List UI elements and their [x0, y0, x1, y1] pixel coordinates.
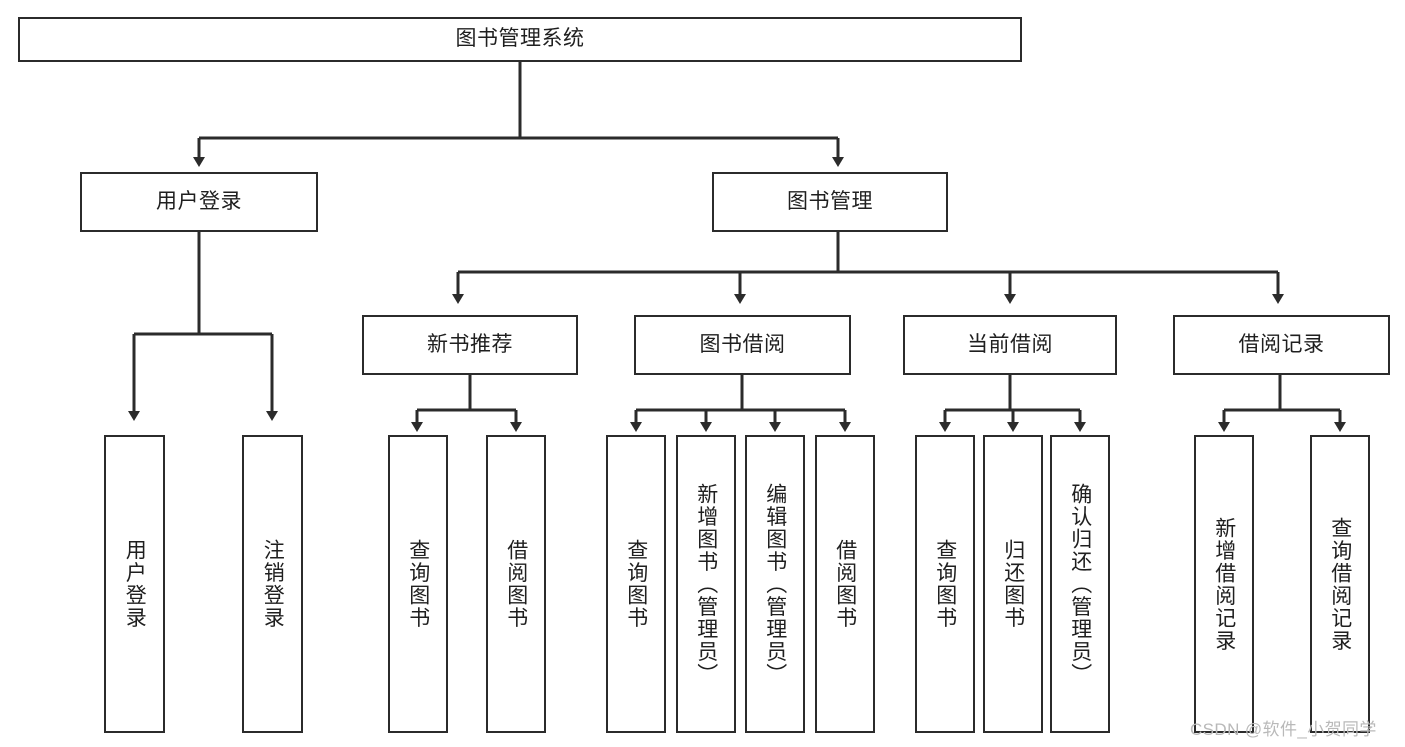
leaf-add-book-label: 新增图书（管理员） [694, 482, 718, 686]
leaf-edit-book-label: 编辑图书（管理员） [763, 482, 787, 686]
leaf-borrow-book-1[interactable]: 借阅图书 [486, 435, 546, 733]
leaf-query-book-2[interactable]: 查询图书 [606, 435, 666, 733]
csdn-watermark: CSDN @软件_小贺同学 [1190, 720, 1377, 739]
leaf-query-book-2-label: 查询图书 [624, 539, 648, 629]
leaf-edit-book[interactable]: 编辑图书（管理员） [745, 435, 805, 733]
node-new-book-rec-label: 新书推荐 [427, 332, 513, 356]
leaf-query-book-1[interactable]: 查询图书 [388, 435, 448, 733]
node-borrow-record-label: 借阅记录 [1238, 332, 1325, 356]
leaf-borrow-book-2-label: 借阅图书 [833, 539, 857, 629]
node-user-login-label: 用户登录 [156, 189, 242, 213]
node-new-book-rec[interactable]: 新书推荐 [362, 315, 578, 375]
leaf-query-book-3[interactable]: 查询图书 [915, 435, 975, 733]
leaf-logout-login-label: 注销登录 [261, 539, 285, 629]
node-current-borrow-label: 当前借阅 [967, 332, 1053, 356]
node-user-login[interactable]: 用户登录 [80, 172, 318, 232]
node-root[interactable]: 图书管理系统 [18, 17, 1022, 62]
leaf-query-book-1-label: 查询图书 [406, 539, 430, 629]
leaf-add-book[interactable]: 新增图书（管理员） [676, 435, 736, 733]
leaf-borrow-book-2[interactable]: 借阅图书 [815, 435, 875, 733]
node-book-manage-label: 图书管理 [787, 189, 873, 213]
node-book-borrow-label: 图书借阅 [699, 332, 786, 356]
leaf-confirm-return-label: 确认归还（管理员） [1068, 482, 1092, 686]
leaf-return-book-label: 归还图书 [1001, 539, 1025, 629]
leaf-query-record[interactable]: 查询借阅记录 [1310, 435, 1370, 733]
leaf-add-record[interactable]: 新增借阅记录 [1194, 435, 1254, 733]
node-book-borrow[interactable]: 图书借阅 [634, 315, 851, 375]
leaf-user-login-label: 用户登录 [123, 539, 147, 629]
leaf-add-record-label: 新增借阅记录 [1212, 516, 1236, 652]
node-current-borrow[interactable]: 当前借阅 [903, 315, 1117, 375]
leaf-query-record-label: 查询借阅记录 [1328, 516, 1352, 652]
leaf-logout-login[interactable]: 注销登录 [242, 435, 303, 733]
leaf-query-book-3-label: 查询图书 [933, 539, 957, 629]
leaf-confirm-return[interactable]: 确认归还（管理员） [1050, 435, 1110, 733]
node-borrow-record[interactable]: 借阅记录 [1173, 315, 1390, 375]
node-root-label: 图书管理系统 [455, 27, 585, 51]
leaf-user-login[interactable]: 用户登录 [104, 435, 165, 733]
leaf-borrow-book-1-label: 借阅图书 [504, 539, 528, 629]
leaf-return-book[interactable]: 归还图书 [983, 435, 1043, 733]
node-book-manage[interactable]: 图书管理 [712, 172, 948, 232]
